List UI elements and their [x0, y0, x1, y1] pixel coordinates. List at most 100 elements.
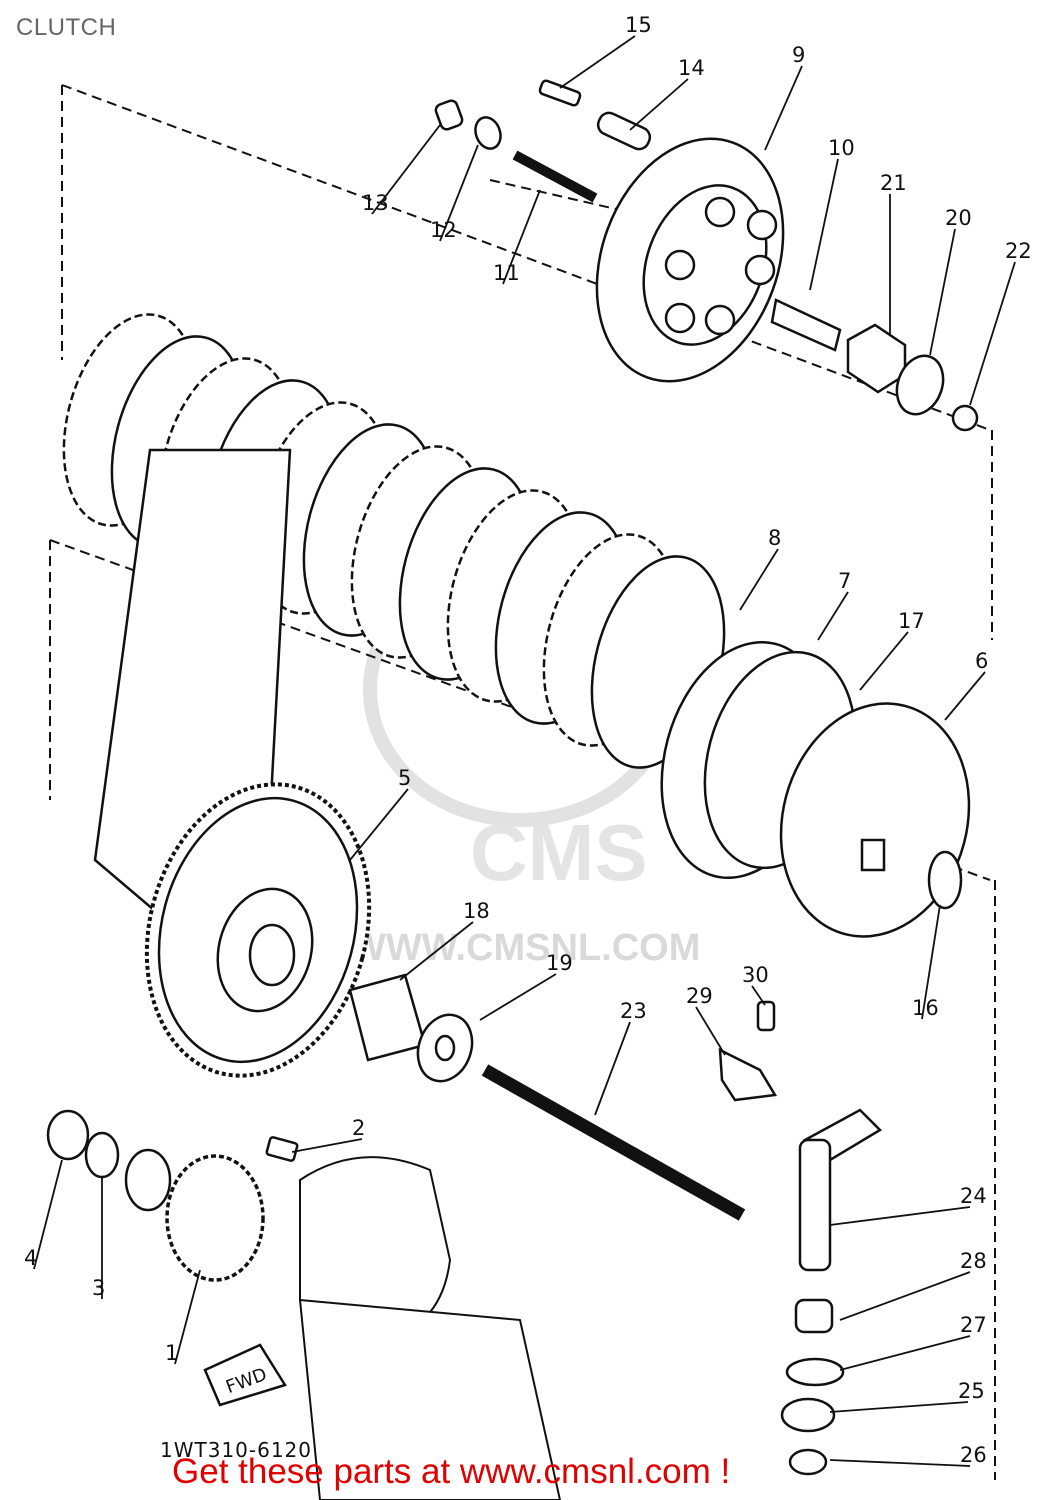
clutch-boss-assembly	[660, 641, 971, 938]
nut-13	[434, 99, 464, 131]
callout-leader-17	[859, 631, 909, 691]
callout-leader-29	[695, 1006, 726, 1056]
thrust-washer-19-hole	[434, 1034, 456, 1062]
callout-20: 20	[945, 206, 972, 230]
callout-15: 15	[625, 13, 652, 37]
callout-leader-10	[809, 158, 839, 291]
callout-3: 3	[92, 1276, 105, 1300]
primary-drive-gear-1	[165, 1154, 265, 1282]
callout-18: 18	[463, 899, 490, 923]
watermark-logo: CMS	[470, 808, 648, 897]
promo-link[interactable]: Get these parts at www.cmsnl.com !	[172, 1452, 731, 1491]
callout-leader-16	[921, 904, 941, 1020]
plate-6-spline	[860, 838, 886, 872]
callout-24: 24	[960, 1184, 987, 1208]
push-rod-10	[770, 298, 842, 352]
spring-28	[794, 1298, 834, 1334]
callout-leader-27	[839, 1335, 971, 1371]
callout-26: 26	[960, 1443, 987, 1467]
bolt-30	[756, 1000, 776, 1032]
callout-14: 14	[678, 56, 705, 80]
drawing-code: 1WT310-6120	[160, 1438, 313, 1462]
spring-boss	[664, 302, 696, 334]
callout-8: 8	[768, 526, 781, 550]
bracket-29	[718, 1047, 778, 1102]
callout-19: 19	[546, 951, 573, 975]
callout-leader-5	[349, 788, 409, 861]
clutch-housing-5	[93, 448, 372, 1078]
callout-9: 9	[792, 43, 805, 67]
callout-6: 6	[975, 649, 988, 673]
spring-boss	[704, 304, 736, 336]
top-hardware	[434, 79, 979, 432]
watermark-url: WWW.CMSNL.COM	[350, 927, 700, 969]
page-title: CLUTCH	[16, 14, 117, 41]
callout-5: 5	[398, 766, 411, 790]
callout-23: 23	[620, 999, 647, 1023]
stud-11	[512, 150, 598, 203]
callout-leader-19	[479, 973, 557, 1021]
ball-22	[951, 404, 979, 432]
nut-21	[846, 323, 907, 394]
callout-leader-28	[839, 1271, 971, 1321]
spacer-group	[348, 973, 746, 1221]
callout-leader-26	[829, 1459, 971, 1467]
push-lever-group	[718, 1000, 883, 1476]
spring-boss	[664, 249, 696, 281]
primary-drive-group: FWD	[46, 1109, 562, 1500]
spring-boss	[746, 209, 778, 241]
plate-6	[779, 702, 971, 938]
callout-leader-20	[929, 228, 956, 356]
guide-line-top	[61, 84, 991, 431]
callout-10: 10	[828, 136, 855, 160]
key-2	[265, 1136, 299, 1162]
callout-25: 25	[958, 1379, 985, 1403]
callout-4: 4	[24, 1246, 37, 1270]
callout-21: 21	[880, 171, 907, 195]
bolt-15	[538, 79, 582, 107]
callout-leader-15	[559, 35, 636, 89]
engine-case	[298, 1298, 562, 1500]
lock-washer-20	[895, 354, 945, 416]
nut-4	[46, 1109, 90, 1161]
callout-leader-11	[502, 189, 541, 285]
callout-leader-2	[291, 1138, 363, 1153]
push-lever-shaft-24	[798, 1138, 832, 1272]
callout-22: 22	[1005, 239, 1032, 263]
callout-leader-4	[33, 1159, 63, 1270]
callout-leader-8	[739, 548, 779, 611]
callout-28: 28	[960, 1249, 987, 1273]
callout-leader-25	[829, 1401, 969, 1413]
fwd-arrow	[203, 1343, 287, 1407]
bearing-26	[788, 1448, 828, 1476]
callout-leader-1	[174, 1269, 201, 1365]
callout-leader-12	[439, 144, 479, 242]
housing-bore	[248, 923, 296, 987]
oil-seal-25	[780, 1397, 836, 1433]
oil-pump-gear	[124, 1148, 172, 1212]
callout-labels: 1234567891011121314151617181920212223242…	[24, 13, 1032, 1467]
washer-3	[84, 1131, 120, 1179]
callout-leader-7	[817, 591, 849, 641]
callout-leader-23	[594, 1021, 631, 1116]
callout-1: 1	[165, 1341, 178, 1365]
callout-2: 2	[352, 1116, 365, 1140]
callout-leader-30	[751, 985, 766, 1006]
washer-16	[927, 850, 963, 910]
callout-leader-24	[829, 1206, 971, 1226]
callout-7: 7	[838, 569, 851, 593]
guide-line-bolt	[489, 179, 621, 211]
pressure-plate	[595, 137, 785, 383]
callout-12: 12	[430, 218, 457, 242]
callout-27: 27	[960, 1313, 987, 1337]
callout-leader-18	[399, 921, 474, 981]
callout-leader-9	[764, 65, 803, 151]
spring-boss	[704, 196, 736, 228]
watermark: CMS WWW.CMSNL.COM	[350, 553, 700, 969]
callout-leader-13	[371, 124, 441, 215]
callout-29: 29	[686, 984, 713, 1008]
callout-leader-6	[944, 671, 986, 721]
washer-27	[785, 1357, 845, 1387]
callout-leader-22	[969, 261, 1016, 406]
